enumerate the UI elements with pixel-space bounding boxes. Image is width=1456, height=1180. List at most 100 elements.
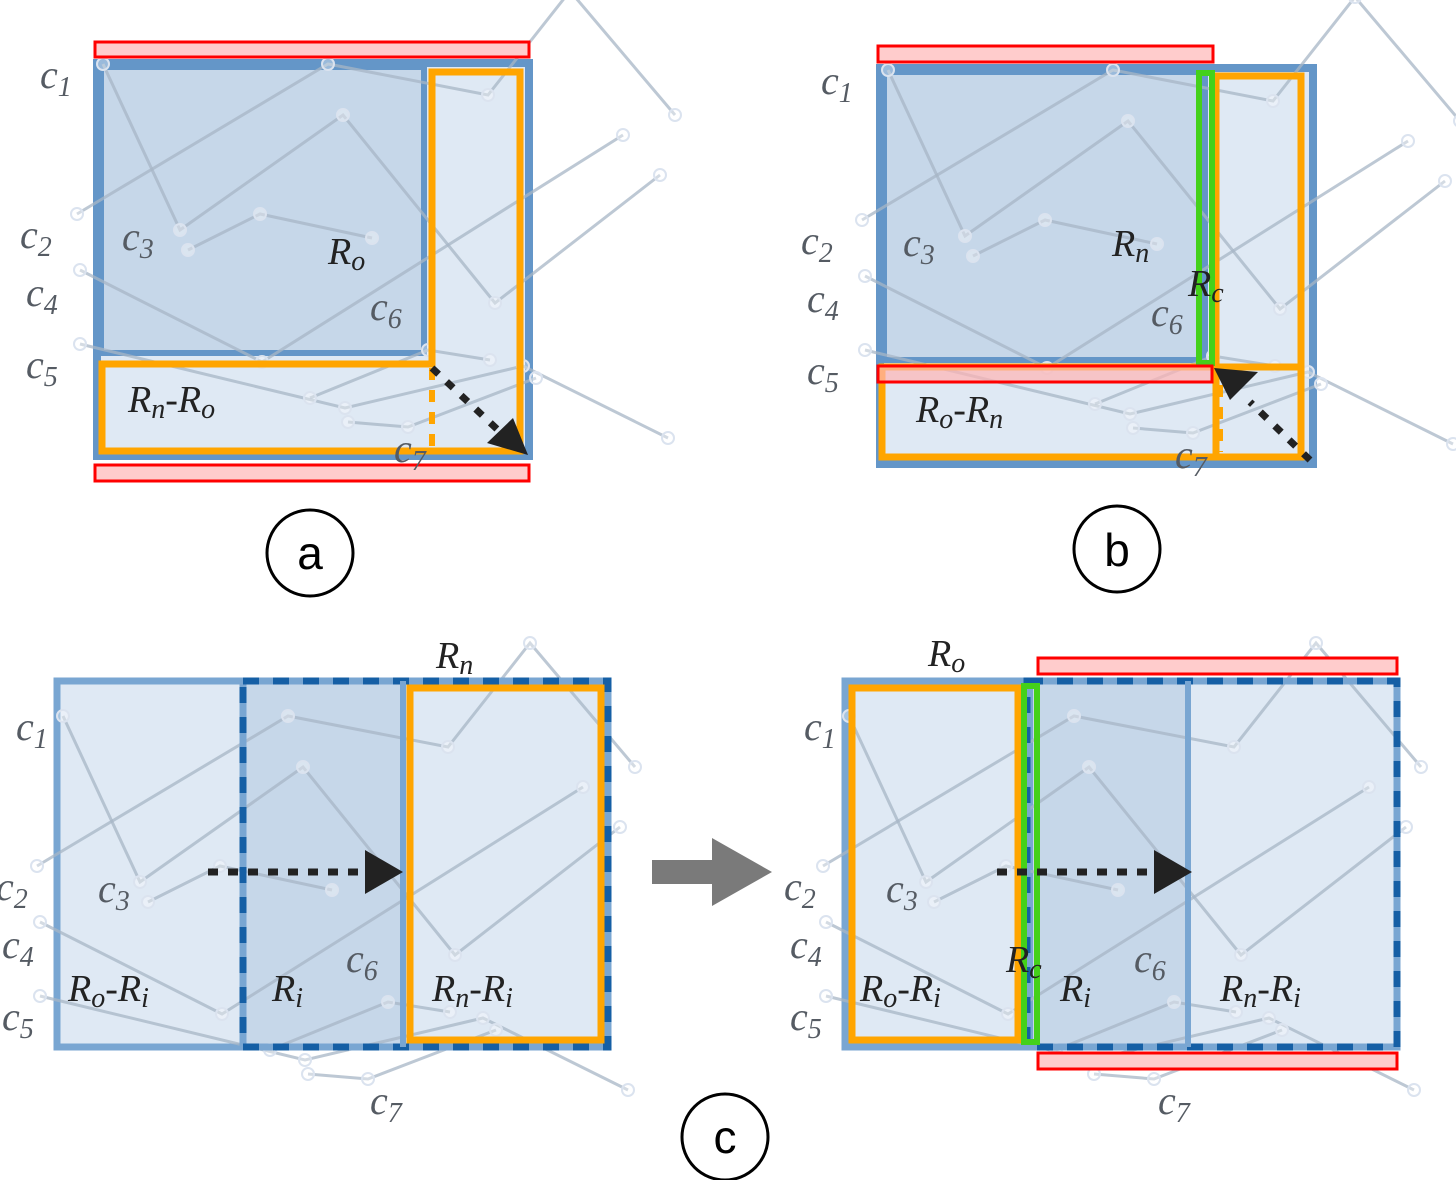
- curve-c3-vertex: [1150, 237, 1164, 251]
- curve-label-c1: c1: [804, 704, 836, 755]
- curve-label-c5: c5: [2, 994, 34, 1045]
- curve-c3-vertex: [253, 207, 267, 221]
- curve-c4-vertex: [819, 915, 833, 929]
- curve-c7-vertex: [341, 415, 355, 429]
- curve-c4-line: [825, 785, 1370, 1016]
- panel-c-left-label-ro-minus-ri: Ro-Ri: [67, 968, 149, 1014]
- curve-c2-vertex: [441, 740, 455, 754]
- curve-c7-vertex: [1126, 421, 1140, 435]
- panel-c-left-label-rn-minus-ri: Rn-Ri: [431, 968, 513, 1014]
- curve-c7-vertex: [489, 1023, 503, 1037]
- curve-label-c3: c3: [886, 866, 918, 917]
- curve-label-c3: c3: [122, 214, 154, 265]
- curve-c3-vertex: [141, 895, 155, 909]
- curve-c2-vertex: [855, 213, 869, 227]
- curve-c1-vertex: [881, 63, 895, 77]
- curve-c2-vertex: [1348, 0, 1362, 4]
- curve-c2-vertex: [321, 57, 335, 71]
- curve-label-c2: c2: [784, 864, 816, 915]
- curve-label-c2: c2: [801, 218, 833, 269]
- panel-c-left-ro-region: [53, 677, 247, 1051]
- curve-c2-vertex: [1067, 709, 1081, 723]
- panel-b-top-red-bar: [876, 44, 1215, 64]
- curve-c5-vertex: [621, 1083, 635, 1097]
- curve-c3-line: [187, 212, 373, 252]
- curve-c6-vertex: [1229, 1005, 1243, 1019]
- curve-c3-vertex: [927, 895, 941, 909]
- curve-c2-vertex: [1106, 63, 1120, 77]
- panel-c-right-label-ro: Ro: [927, 633, 965, 679]
- curve-c1-line: [847, 715, 1407, 958]
- curve-c1-vertex: [448, 948, 462, 962]
- panel-a-polylines: [70, 0, 682, 445]
- curve-c5-vertex: [33, 989, 47, 1003]
- panel-c-right-top-red-bar: [1036, 656, 1399, 676]
- curve-c1-vertex: [919, 875, 933, 889]
- curve-c1-vertex: [613, 820, 627, 834]
- panel-a-ro-region: [98, 64, 427, 356]
- panel-b-middle-red-bar: [876, 364, 1214, 384]
- curve-c4-vertex: [1362, 780, 1376, 794]
- curve-c7-vertex: [301, 1067, 315, 1081]
- curve-label-c7: c7: [370, 1078, 403, 1129]
- curve-label-c2: c2: [20, 212, 52, 263]
- curve-c4-vertex: [73, 263, 87, 277]
- curve-c2-vertex: [481, 88, 495, 102]
- curve-c5-vertex: [73, 337, 87, 351]
- curve-c1-vertex: [958, 229, 972, 243]
- curve-c5-vertex: [1407, 1083, 1421, 1097]
- curve-label-c7: c7: [1158, 1078, 1191, 1129]
- curve-c1-vertex: [296, 760, 310, 774]
- panel-c-right-label-rc: Rc: [1005, 939, 1042, 985]
- transition-arrow: [652, 838, 772, 906]
- curve-label-c7: c7: [1175, 432, 1208, 483]
- panel-a-label-ro: Ro: [327, 231, 365, 277]
- curve-c3-vertex: [325, 883, 339, 897]
- curve-c7-vertex: [361, 1072, 375, 1086]
- curve-c3-vertex: [966, 249, 980, 263]
- curve-c5-vertex: [298, 1053, 312, 1067]
- curve-c2-vertex: [1414, 760, 1428, 774]
- curve-c2-vertex: [70, 207, 84, 221]
- panel-a-label-rn-minus-ro: Rn-Ro: [127, 379, 215, 425]
- curve-c5-vertex: [661, 431, 675, 445]
- curve-label-c2: c2: [0, 864, 28, 915]
- curve-c6-vertex: [303, 391, 317, 405]
- curve-label-c7: c7: [394, 426, 427, 477]
- curve-c2-vertex: [1309, 636, 1323, 650]
- curve-c6-vertex: [443, 1005, 457, 1019]
- curve-c1-vertex: [488, 296, 502, 310]
- curve-c6-vertex: [1167, 995, 1181, 1009]
- curve-c3-line: [147, 864, 333, 904]
- curve-c4-vertex: [858, 269, 872, 283]
- panel-c-left-rn-minus-ri-outline: [406, 684, 605, 1044]
- panel-c-right-bottom-red-bar: [1036, 1051, 1399, 1071]
- curve-c2-line: [76, 0, 677, 216]
- curve-c2-vertex: [668, 108, 682, 122]
- curve-c7-vertex: [529, 371, 543, 385]
- curve-c7-vertex: [1147, 1072, 1161, 1086]
- panel-b-rc-strip: [1196, 70, 1215, 366]
- panel-a-tag: a: [265, 508, 355, 598]
- curve-c2-vertex: [523, 636, 537, 650]
- curve-c3-vertex: [1111, 883, 1125, 897]
- curve-c4-vertex: [576, 780, 590, 794]
- curve-c6-line: [1055, 1000, 1237, 1052]
- curve-c3-vertex: [365, 231, 379, 245]
- curve-c4-vertex: [215, 1007, 229, 1021]
- curve-c1-line: [61, 715, 621, 958]
- panel-c-right-ro-region: [841, 677, 1037, 1051]
- svg-text:b: b: [1104, 524, 1130, 576]
- curve-c5-vertex: [1123, 407, 1137, 421]
- curve-c2-vertex: [1227, 740, 1241, 754]
- curve-c1-vertex: [653, 168, 667, 182]
- curve-label-c1: c1: [16, 704, 48, 755]
- curve-label-c3: c3: [903, 220, 935, 271]
- panel-b-shrink-arrowhead: [1214, 368, 1258, 400]
- curve-label-c6: c6: [346, 936, 378, 987]
- curve-c1-vertex: [1082, 760, 1096, 774]
- panel-b-tag: b: [1072, 504, 1162, 594]
- curve-c2-vertex: [1266, 94, 1280, 108]
- curve-c1-vertex: [1438, 174, 1452, 188]
